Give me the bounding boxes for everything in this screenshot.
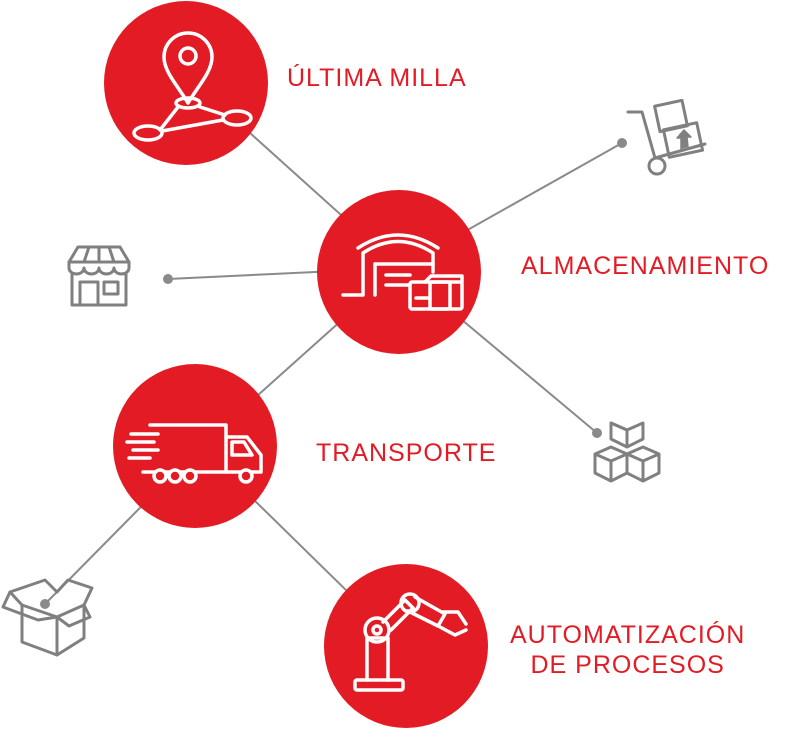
dot-openbox (40, 599, 50, 609)
hub-almacenamiento (317, 190, 481, 354)
hub-transporte (113, 364, 277, 528)
robotic-arm-icon (353, 592, 468, 692)
hub-label-ultima-milla: ÚLTIMA MILLA (287, 64, 467, 92)
hub-label-almacenamiento: ALMACENAMIENTO (521, 252, 770, 280)
dot-store (163, 274, 173, 284)
hub-label-automatizacion-line1: AUTOMATIZACIÓN (510, 621, 746, 649)
connector-dots (40, 138, 627, 609)
hub-label-automatizacion: AUTOMATIZACIÓN DE PROCESOS (510, 620, 745, 680)
open-box-icon (1, 578, 94, 657)
stacked-boxes-icon (593, 421, 661, 483)
connectors (44, 114, 623, 644)
dot-boxes (592, 428, 602, 438)
hand-truck-icon (626, 98, 707, 176)
hub-label-automatizacion-line2: DE PROCESOS (530, 651, 725, 679)
delivery-truck-icon (125, 423, 263, 484)
warehouse-icon (341, 233, 464, 311)
location-route-icon (132, 31, 253, 142)
hub-automatizacion (324, 564, 488, 728)
storefront-icon (67, 245, 131, 307)
dot-handtruck (617, 138, 627, 148)
hub-ultima-milla (104, 1, 268, 165)
hub-label-transporte: TRANSPORTE (316, 439, 497, 467)
